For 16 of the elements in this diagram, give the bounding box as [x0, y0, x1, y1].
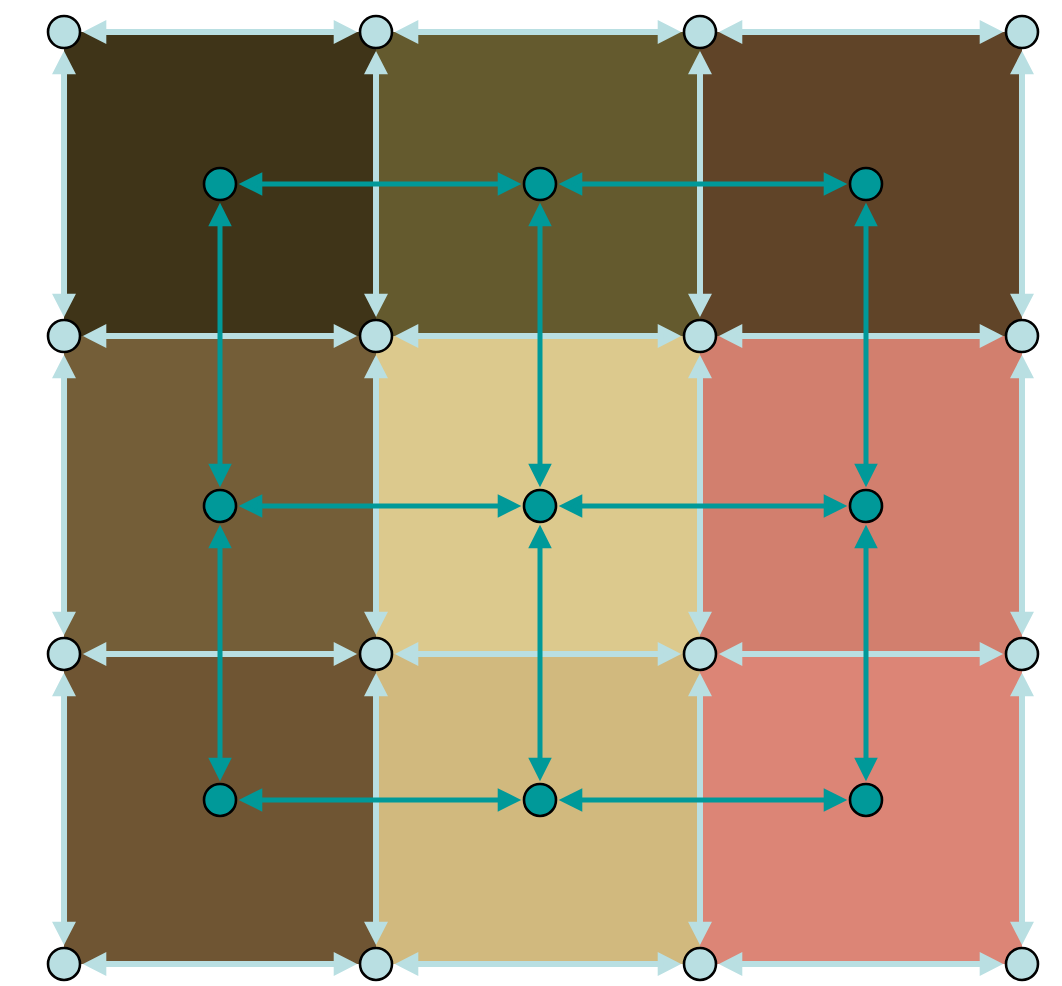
- grid-node: [682, 318, 718, 354]
- grid-node: [1004, 318, 1040, 354]
- grid-node: [1004, 636, 1040, 672]
- grid-node: [358, 318, 394, 354]
- grid-node: [46, 946, 82, 982]
- grid-node: [358, 636, 394, 672]
- grid-node: [682, 636, 718, 672]
- grid-node: [1004, 14, 1040, 50]
- grid-node: [682, 946, 718, 982]
- grid-node: [46, 14, 82, 50]
- grid-node: [46, 636, 82, 672]
- grid-node: [682, 14, 718, 50]
- grid-node: [358, 946, 394, 982]
- grid-node: [46, 318, 82, 354]
- grid-node: [1004, 946, 1040, 982]
- grid-node: [358, 14, 394, 50]
